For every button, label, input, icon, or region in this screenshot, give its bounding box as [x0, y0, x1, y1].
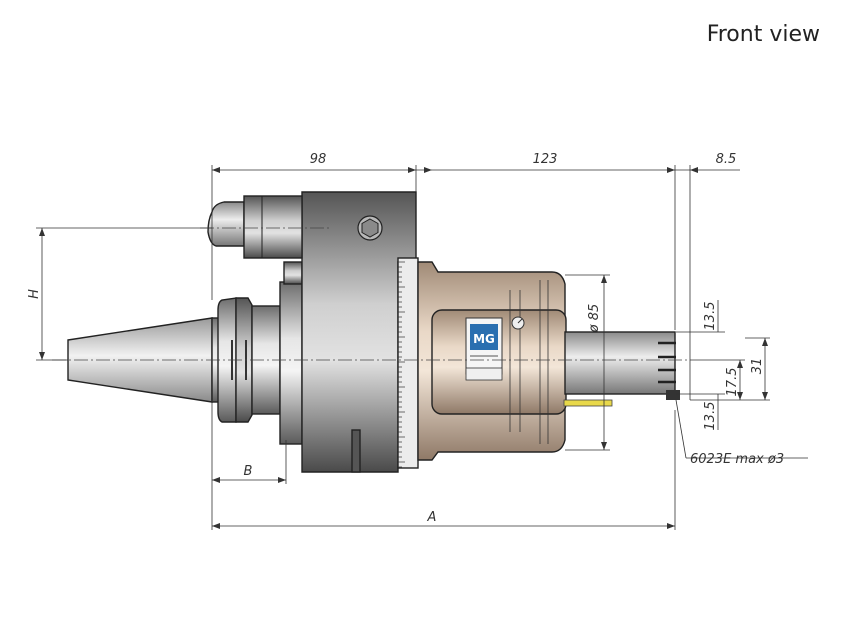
hex-socket	[357, 215, 383, 241]
dimension-A: A	[212, 410, 676, 530]
tool-holder: MG	[67, 191, 680, 473]
dimension-13-5-top: 13.5	[676, 300, 725, 333]
output-spindle	[564, 331, 676, 395]
svg-text:6023E max ø3: 6023E max ø3	[690, 452, 784, 467]
dimension-123: 123	[416, 152, 676, 330]
spindle-grooves	[658, 341, 676, 384]
svg-text:123: 123	[533, 152, 558, 167]
dimension-B: B	[211, 400, 287, 530]
v-flange	[217, 297, 281, 423]
svg-text:13.5: 13.5	[703, 402, 718, 431]
brand-logo: MG	[465, 317, 503, 381]
svg-text:98: 98	[310, 152, 327, 167]
svg-text:17.5: 17.5	[725, 368, 740, 397]
adapter-ring	[279, 281, 303, 445]
dimension-17-5: 17.5	[690, 359, 745, 400]
svg-text:13.5: 13.5	[703, 302, 718, 331]
dimension-31: 31	[690, 337, 770, 401]
graduation-ring	[397, 257, 419, 469]
svg-text:B: B	[244, 464, 253, 479]
svg-text:A: A	[427, 510, 437, 525]
logo-text: MG	[473, 332, 495, 346]
svg-text:ø 85: ø 85	[587, 304, 602, 334]
view-title: Front view	[706, 22, 820, 47]
svg-text:H: H	[27, 289, 42, 299]
dimension-98: 98	[211, 152, 417, 300]
coolant-nozzle	[207, 195, 303, 259]
dimension-13-5-bottom: 13.5	[676, 393, 725, 431]
gauge-icon	[511, 316, 525, 330]
coolant-pin	[563, 399, 613, 407]
tool-insert	[666, 390, 680, 400]
dimension-8-5: 8.5	[675, 152, 740, 400]
dimension-H: H	[27, 227, 212, 361]
callout-6023E: 6023E max ø3	[675, 399, 808, 467]
svg-text:8.5: 8.5	[716, 152, 737, 167]
svg-text:31: 31	[750, 358, 765, 375]
dimension-diameter-85: ø 85	[565, 274, 610, 451]
